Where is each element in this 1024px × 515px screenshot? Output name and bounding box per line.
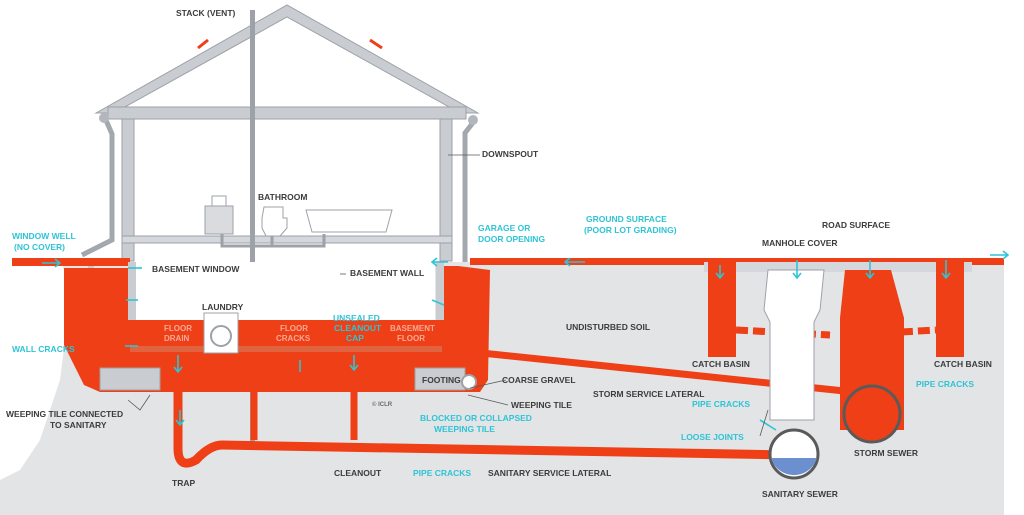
- road-surface: [704, 262, 972, 272]
- label-ground-surface-2: (POOR LOT GRADING): [584, 225, 677, 235]
- label-garage-1: GARAGE OR: [478, 223, 530, 233]
- basement-floor-slab: [130, 346, 442, 352]
- label-unsealed-1: UNSEALED: [333, 313, 380, 323]
- sanitary-sewer-pipe: [768, 428, 820, 480]
- footing-left: [99, 367, 161, 391]
- label-coarse-gravel: COARSE GRAVEL: [502, 375, 576, 385]
- label-unsealed-3: CAP: [346, 333, 364, 343]
- washing-machine: [203, 312, 239, 354]
- flooded-basement: [64, 266, 490, 392]
- label-road-surface: ROAD SURFACE: [822, 220, 890, 230]
- catch-basin-left: [708, 262, 736, 357]
- water-surface: [12, 258, 1004, 392]
- label-sanitary-sewer: SANITARY SEWER: [762, 489, 838, 499]
- label-blocked-2: WEEPING TILE: [434, 424, 495, 434]
- label-basement-floor-2: FLOOR: [397, 334, 425, 343]
- label-weeping-connected-2: TO SANITARY: [50, 420, 107, 430]
- label-bathroom: BATHROOM: [258, 192, 307, 202]
- stack-vent: [250, 10, 255, 450]
- storm-sewer-pipe: [842, 384, 902, 444]
- label-floor-drain-1: FLOOR: [164, 324, 192, 333]
- label-wall-cracks: WALL CRACKS: [12, 344, 75, 354]
- label-window-well-1: WINDOW WELL: [12, 231, 76, 241]
- label-weeping-tile: WEEPING TILE: [511, 400, 572, 410]
- label-manhole-cover: MANHOLE COVER: [762, 238, 838, 248]
- label-footing: FOOTING: [422, 375, 461, 385]
- toilet: [261, 206, 288, 237]
- leader-lines: [127, 154, 769, 437]
- weeping-tile-pipe: [461, 374, 477, 390]
- label-catch-basin-left: CATCH BASIN: [692, 359, 750, 369]
- label-catch-basin-right: CATCH BASIN: [934, 359, 992, 369]
- label-laundry: LAUNDRY: [202, 302, 244, 312]
- label-storm-sewer: STORM SEWER: [854, 448, 918, 458]
- label-cleanout: CLEANOUT: [334, 468, 382, 478]
- label-loose-joints: LOOSE JOINTS: [681, 432, 744, 442]
- label-basement-window: BASEMENT WINDOW: [152, 264, 240, 274]
- right-wall: [439, 118, 453, 262]
- label-undisturbed-soil: UNDISTURBED SOIL: [566, 322, 650, 332]
- house: [80, 4, 480, 262]
- label-downspout: DOWNSPOUT: [482, 149, 539, 159]
- label-blocked-1: BLOCKED OR COLLAPSED: [420, 413, 532, 423]
- label-pipe-cracks-sanitary: PIPE CRACKS: [413, 468, 471, 478]
- label-trap: TRAP: [172, 478, 195, 488]
- label-floor-cracks-1: FLOOR: [280, 324, 308, 333]
- label-sanitary-service-lateral: SANITARY SERVICE LATERAL: [488, 468, 611, 478]
- label-stack-vent: STACK (VENT): [176, 8, 236, 18]
- label-weeping-connected-1: WEEPING TILE CONNECTED: [6, 409, 123, 419]
- downspout-pipe: [462, 118, 477, 262]
- label-garage-2: DOOR OPENING: [478, 234, 545, 244]
- infiltration-arrows: [42, 250, 1010, 431]
- labels: STACK (VENT) DOWNSPOUT BATHROOM WINDOW W…: [6, 8, 992, 499]
- catch-basin-right: [936, 262, 964, 357]
- roof: [94, 4, 480, 114]
- label-basement-wall: BASEMENT WALL: [350, 268, 424, 278]
- label-storm-service-lateral: STORM SERVICE LATERAL: [593, 389, 704, 399]
- label-basement-floor-1: BASEMENT: [390, 324, 435, 333]
- label-copyright: © ICLR: [372, 401, 393, 408]
- label-window-well-2: (NO COVER): [14, 242, 65, 252]
- label-floor-drain-2: DRAIN: [164, 334, 190, 343]
- label-pipe-cracks-right: PIPE CRACKS: [916, 379, 974, 389]
- label-floor-cracks-2: CRACKS: [276, 334, 311, 343]
- downspout-left-pipe: [80, 116, 115, 258]
- label-ground-surface-1: GROUND SURFACE: [586, 214, 667, 224]
- label-unsealed-2: CLEANOUT: [334, 323, 382, 333]
- label-pipe-cracks-storm: PIPE CRACKS: [692, 399, 750, 409]
- sink: [204, 205, 234, 235]
- bathtub: [305, 209, 393, 233]
- main-floor: [121, 235, 453, 244]
- manhole-shaft: [763, 269, 825, 421]
- attic-floor: [107, 106, 467, 120]
